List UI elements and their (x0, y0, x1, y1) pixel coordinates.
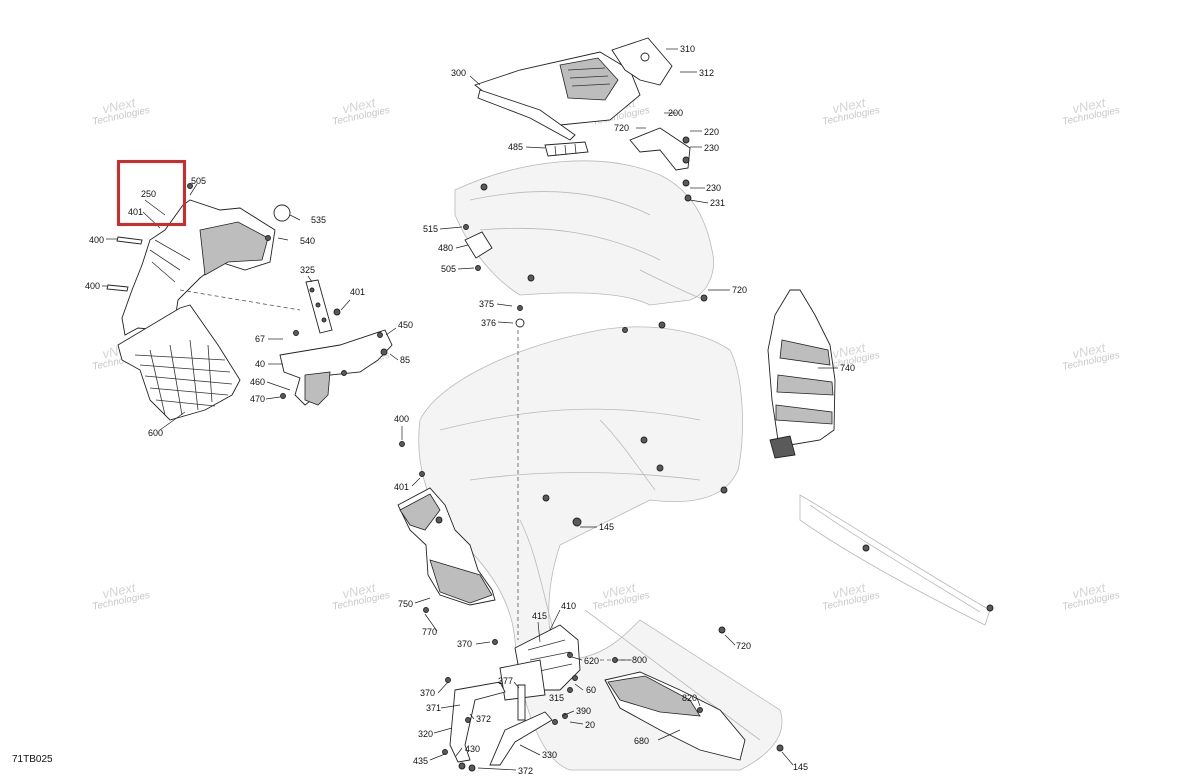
label-435: 435 (413, 756, 428, 766)
part-480-latch (463, 224, 493, 271)
label-250: 250 (141, 189, 156, 199)
part-labels: 250 401 505 535 540 400 400 325 401 450 … (85, 44, 855, 776)
label-600: 600 (148, 428, 163, 438)
label-325: 325 (300, 265, 315, 275)
label-145: 145 (793, 762, 808, 772)
part-250-front-cover (106, 183, 291, 336)
part-680-lower-trim (604, 657, 746, 761)
ghost-side-rail (799, 494, 991, 626)
label-460: 460 (250, 377, 265, 387)
label-480: 480 (438, 243, 453, 253)
label-820: 820 (682, 693, 697, 703)
label-377: 377 (498, 676, 513, 686)
label-230: 230 (706, 183, 721, 193)
body-fasteners (399, 183, 994, 752)
label-401: 401 (128, 207, 143, 217)
label-371: 371 (426, 703, 441, 713)
label-470: 470 (250, 394, 265, 404)
label-376: 376 (481, 318, 496, 328)
label-535: 535 (311, 215, 326, 225)
label-750: 750 (398, 599, 413, 609)
label-410: 410 (561, 601, 576, 611)
label-680: 680 (634, 736, 649, 746)
label-800: 800 (632, 655, 647, 665)
label-370: 370 (457, 639, 472, 649)
label-505: 505 (441, 264, 456, 274)
part-485-clip (544, 141, 589, 157)
label-400: 400 (394, 414, 409, 424)
label-310: 310 (680, 44, 695, 54)
label-372: 372 (476, 714, 491, 724)
label-720: 720 (736, 641, 751, 651)
label-300: 300 (451, 68, 466, 78)
part-750-side-piece (397, 487, 496, 613)
label-320: 320 (418, 729, 433, 739)
label-505: 505 (191, 176, 206, 186)
label-60: 60 (586, 685, 596, 695)
label-67: 67 (255, 334, 265, 344)
part-300-console (474, 51, 641, 141)
label-401: 401 (350, 287, 365, 297)
label-40: 40 (255, 359, 265, 369)
label-720: 720 (732, 285, 747, 295)
part-325-strap (305, 279, 341, 334)
label-220: 220 (704, 127, 719, 137)
figure-code: 71TB025 (12, 754, 53, 765)
label-620: 620 (584, 656, 599, 666)
label-330: 330 (542, 750, 557, 760)
label-770: 770 (422, 627, 437, 637)
label-485: 485 (508, 142, 523, 152)
ghost-main-body (418, 326, 783, 771)
label-400: 400 (89, 235, 104, 245)
label-231: 231 (710, 198, 725, 208)
label-540: 540 (300, 236, 315, 246)
label-200: 200 (668, 108, 683, 118)
label-400: 400 (85, 281, 100, 291)
label-312: 312 (699, 68, 714, 78)
label-720: 720 (614, 123, 629, 133)
label-415: 415 (532, 611, 547, 621)
label-401: 401 (394, 482, 409, 492)
label-370: 370 (420, 688, 435, 698)
part-320-grab-bar (442, 677, 568, 772)
label-515: 515 (423, 224, 438, 234)
callout-lines (102, 48, 838, 771)
label-375: 375 (479, 299, 494, 309)
label-230: 230 (704, 143, 719, 153)
ghost-upper-body (454, 160, 714, 306)
part-600-grille-panel (117, 304, 241, 421)
label-85: 85 (400, 355, 410, 365)
label-20: 20 (585, 720, 595, 730)
part-310-bracket (611, 37, 673, 86)
label-450: 450 (398, 320, 413, 330)
label-430: 430 (465, 744, 480, 754)
label-740: 740 (840, 363, 855, 373)
part-40-bracket (279, 329, 393, 406)
part-740-side-panel (767, 289, 836, 459)
label-372: 372 (518, 766, 533, 776)
part-200-bracket (629, 127, 692, 202)
label-145: 145 (599, 522, 614, 532)
label-390: 390 (576, 706, 591, 716)
label-315: 315 (549, 693, 564, 703)
